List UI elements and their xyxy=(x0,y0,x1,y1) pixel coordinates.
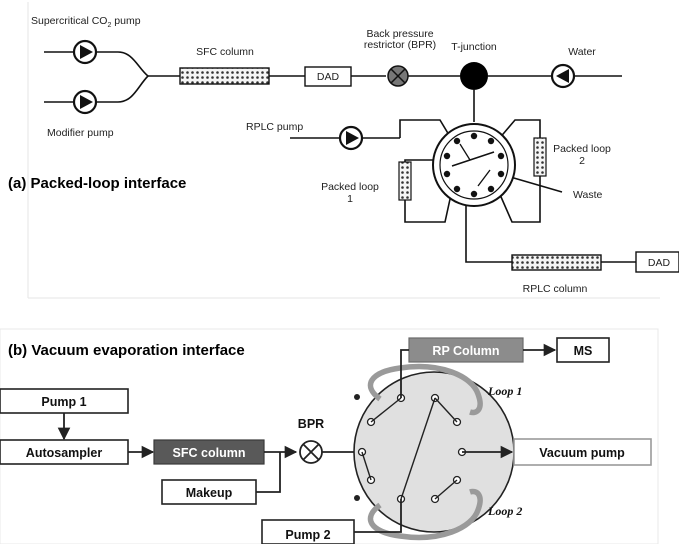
makeup-label: Makeup xyxy=(186,486,233,500)
bpr-label: BPR xyxy=(298,417,324,431)
panel-b-title: (b) Vacuum evaporation interface xyxy=(8,342,245,359)
ms-label: MS xyxy=(574,344,593,358)
packed-loop-2 xyxy=(533,137,547,177)
loop-2-tubing xyxy=(367,488,483,541)
loop-2-end-dot xyxy=(354,495,360,501)
dad-2-label: DAD xyxy=(648,257,671,269)
dad-2-box xyxy=(635,251,679,273)
waste-label: Waste xyxy=(573,189,603,201)
sfc-column-label: SFC column xyxy=(173,446,246,460)
dad-label: DAD xyxy=(317,71,340,83)
ten-port-valve xyxy=(353,371,515,533)
ms-box xyxy=(556,337,610,363)
water-pump-icon xyxy=(550,63,576,89)
rp-column-box xyxy=(408,337,524,363)
makeup-line xyxy=(256,452,281,493)
loop-1-end-dot xyxy=(354,394,360,400)
t-junction-icon xyxy=(460,62,488,90)
sfc-column-box xyxy=(153,439,265,465)
rplc-inlet-tubing xyxy=(399,119,453,141)
pump-1-label: Pump 1 xyxy=(41,395,86,409)
pump-2-label: Pump 2 xyxy=(285,528,330,542)
bpr-valve-icon xyxy=(299,440,323,464)
pump-2-box xyxy=(261,519,355,544)
co2-pump-label: Supercritical CO2 pump xyxy=(31,15,141,29)
pump-1-box xyxy=(0,388,129,414)
modifier-pump-icon xyxy=(72,89,98,115)
co2-pump-icon xyxy=(72,39,98,65)
bpr-valve-icon xyxy=(387,65,409,87)
water-label: Water xyxy=(568,46,596,58)
valve-ports xyxy=(357,393,467,504)
ten-port-valve xyxy=(432,123,516,207)
sfc-column xyxy=(179,67,270,85)
rplc-column xyxy=(511,254,602,271)
rplc-pump-label: RPLC pump xyxy=(246,121,303,133)
valve-outlet-line xyxy=(465,204,512,263)
panel-a-title: (a) Packed-loop interface xyxy=(8,175,186,192)
loop-1-tubing xyxy=(367,363,483,416)
packed-loop-2-label-line2: 2 xyxy=(579,155,585,167)
loop-1-tubing xyxy=(404,159,453,223)
pump-2-line xyxy=(354,499,402,533)
rplc-pump-icon xyxy=(338,125,364,151)
packed-loop-1 xyxy=(398,161,412,201)
panel-b-frame xyxy=(0,328,659,544)
autosampler-box xyxy=(0,439,129,465)
vacuum-pump-label: Vacuum pump xyxy=(539,446,625,460)
modifier-pump-label: Modifier pump xyxy=(47,127,114,139)
loop-1-label: Loop 1 xyxy=(487,384,522,398)
sfc-column-label: SFC column xyxy=(196,46,254,58)
packed-loop-1-label-line1: Packed loop xyxy=(321,181,379,193)
packed-loop-2-label-line1: Packed loop xyxy=(553,143,611,155)
packed-loop-1-label-line2: 1 xyxy=(347,193,353,205)
loop-2-label: Loop 2 xyxy=(487,504,522,518)
rp-column-label: RP Column xyxy=(432,344,499,358)
spacer xyxy=(402,375,436,397)
packed-loop-interface-diagram: Supercritical CO2 pump Modifier pump SFC… xyxy=(8,2,679,299)
makeup-box xyxy=(161,479,257,505)
merge-lines xyxy=(117,51,149,103)
bpr-label-line2: restrictor (BPR) xyxy=(364,39,436,51)
autosampler-label: Autosampler xyxy=(26,446,103,460)
bpr-label-line1: Back pressure xyxy=(366,28,433,40)
valve-to-rp-line xyxy=(400,349,409,398)
valve-connections xyxy=(361,397,458,500)
vacuum-pump-box xyxy=(513,438,652,466)
rplc-column-label: RPLC column xyxy=(523,283,588,295)
t-junction-label: T-junction xyxy=(451,41,497,53)
